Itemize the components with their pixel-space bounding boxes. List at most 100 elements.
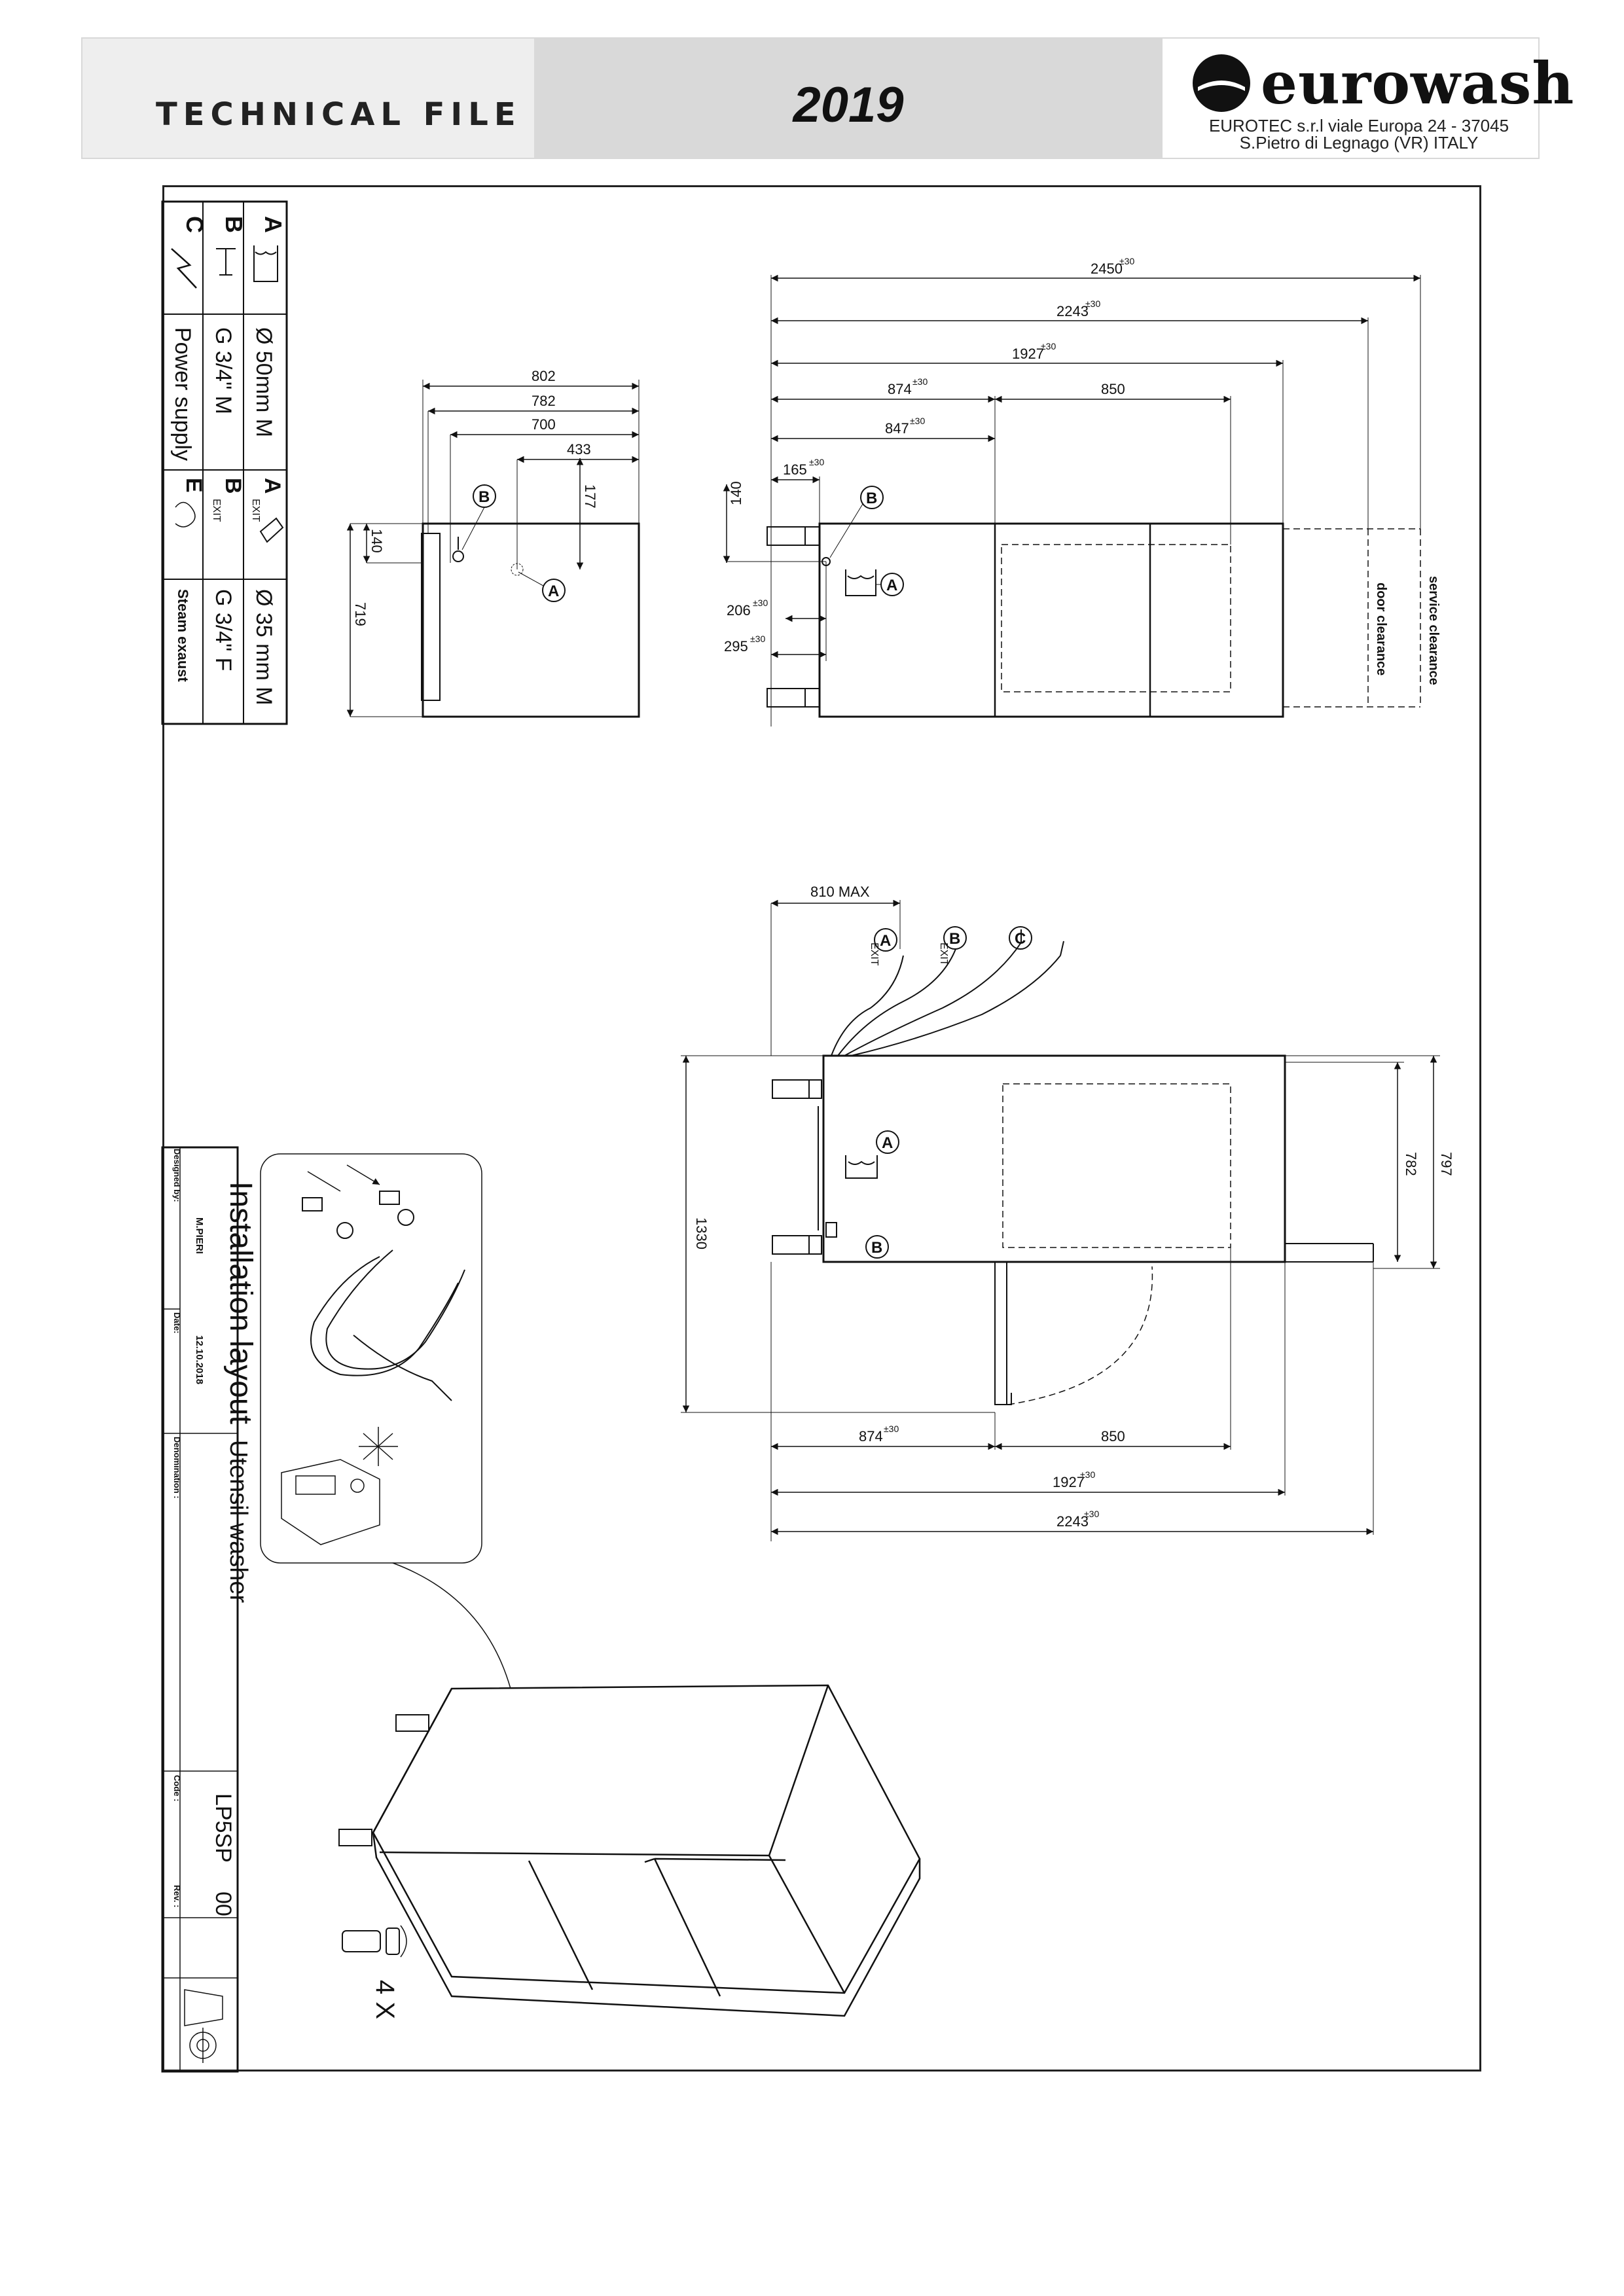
conn-b-exit-letter: B xyxy=(221,478,245,494)
dim-1927: 1927 xyxy=(1012,346,1044,362)
dim-719: 719 xyxy=(352,602,369,626)
tol-295: ±30 xyxy=(750,634,765,644)
top-view-labels: 810 MAX 1330 782 797 874 ±30 850 1927 ±3… xyxy=(693,884,1454,1530)
dim-874: 874 xyxy=(888,381,912,397)
dim-850: 850 xyxy=(1101,381,1125,397)
adjustable-foot-icon xyxy=(342,1925,407,1958)
conn-a-exit-sub: EXIT xyxy=(250,499,261,522)
dim-177: 177 xyxy=(582,484,598,509)
front-marker-a: A xyxy=(886,577,897,594)
company-address-line1: EUROTEC s.r.l viale Europa 24 - 37045 xyxy=(1208,116,1509,135)
steam-icon xyxy=(175,501,196,528)
header-year-panel: 2019 xyxy=(534,39,1163,158)
tol-2450: ±30 xyxy=(1119,256,1134,266)
projection-symbol-icon xyxy=(184,1989,223,2063)
dim-797: 797 xyxy=(1438,1152,1454,1176)
dim-802: 802 xyxy=(532,368,556,384)
title-block-denomination-value: Utensil washer xyxy=(225,1440,252,1604)
title-block: Installation layout Utensil washer Desig… xyxy=(161,1146,258,2073)
top-view xyxy=(681,899,1440,1541)
conn-a-value: Ø 50mm M xyxy=(251,327,276,437)
front-view-labels: 2450 ±30 2243 ±30 1927 ±30 874 ±30 850 8… xyxy=(724,256,1441,685)
rev-label: Rev. : xyxy=(172,1885,182,1907)
side-marker-a: A xyxy=(548,583,559,600)
tol-1927-top: ±30 xyxy=(1080,1469,1095,1480)
conn-a-exit-value: Ø 35 mm M xyxy=(251,589,276,706)
conn-c-value: Power supply xyxy=(170,327,195,461)
code-value: LP5SP xyxy=(211,1793,236,1863)
lightning-icon xyxy=(171,248,197,289)
dim-433: 433 xyxy=(567,441,591,457)
dim-782-top: 782 xyxy=(1403,1152,1419,1176)
conn-b-letter: B xyxy=(221,216,247,233)
hose-marker-a-exit: A xyxy=(880,932,891,950)
side-view xyxy=(346,380,640,718)
dim-295: 295 xyxy=(724,638,748,655)
company-address-line2: S.Pietro di Legnago (VR) ITALY xyxy=(1239,133,1479,152)
installation-detail-callout xyxy=(260,1153,511,1689)
dim-206: 206 xyxy=(727,602,751,619)
conn-e-letter: E xyxy=(181,478,206,493)
isometric-view xyxy=(338,1684,921,2017)
tol-847: ±30 xyxy=(910,416,925,426)
dim-1330: 1330 xyxy=(693,1217,710,1249)
tol-874: ±30 xyxy=(912,376,928,387)
hose-marker-b-exit: B xyxy=(949,930,960,948)
code-label: Code : xyxy=(172,1775,182,1801)
junction-box-icon xyxy=(281,1459,380,1545)
hose-marker-c: C xyxy=(1015,930,1026,948)
front-marker-b: B xyxy=(866,490,877,507)
tol-2243: ±30 xyxy=(1085,298,1100,309)
dim-782: 782 xyxy=(532,393,556,409)
service-clearance-label: service clearance xyxy=(1426,576,1441,685)
side-view-labels: 802 782 700 433 177 140 719 B A xyxy=(352,368,598,626)
designed-by-value: M.PIERI xyxy=(194,1217,205,1254)
drain-icon xyxy=(253,245,278,282)
conn-c-letter: C xyxy=(181,216,208,233)
hose-b-exit-label: EXIT xyxy=(938,942,949,966)
tol-874-top: ±30 xyxy=(884,1424,899,1434)
conn-b-value: G 3/4" M xyxy=(211,327,236,414)
rev-value: 00 xyxy=(211,1892,236,1916)
denomination-label: Denomination : xyxy=(172,1437,182,1499)
dim-140: 140 xyxy=(369,529,385,553)
header-label-panel: TECHNICAL FILE xyxy=(82,39,534,158)
dim-2243-top: 2243 xyxy=(1056,1513,1089,1530)
ground-spark-icon xyxy=(359,1427,398,1466)
dim-700: 700 xyxy=(532,416,556,433)
feet-count-label: 4 X xyxy=(370,1980,399,2019)
side-marker-b: B xyxy=(478,488,490,506)
tol-206: ±30 xyxy=(753,598,768,608)
conn-a-exit-letter: A xyxy=(260,478,285,494)
year-label: 2019 xyxy=(793,77,904,133)
top-marker-b: B xyxy=(871,1239,882,1257)
dim-847: 847 xyxy=(885,420,909,437)
front-view xyxy=(723,274,1421,726)
conn-e-value: Steam exaust xyxy=(175,589,191,683)
dim-850-top: 850 xyxy=(1101,1428,1125,1444)
date-label: Date: xyxy=(172,1312,182,1334)
tol-165: ±30 xyxy=(809,457,824,467)
dim-140-front: 140 xyxy=(728,481,744,505)
drawing-frame xyxy=(162,185,1481,2072)
page-header: TECHNICAL FILE 2019 eurowash EUROTEC s.r… xyxy=(81,37,1574,159)
title-block-title: Installation layout xyxy=(223,1181,258,1424)
brand-name: eurowash xyxy=(1261,49,1575,117)
dim-1927-top: 1927 xyxy=(1053,1474,1085,1490)
conn-b-exit-value: G 3/4" F xyxy=(211,589,236,671)
tol-1927: ±30 xyxy=(1041,341,1056,351)
conn-a-letter: A xyxy=(260,216,287,233)
designed-by-label: Designed by: xyxy=(172,1149,182,1202)
side-marker-a-circle xyxy=(542,579,566,602)
hose-fittings-icon xyxy=(302,1164,465,1401)
dim-874-top: 874 xyxy=(859,1428,883,1444)
hose-a-exit-label: EXIT xyxy=(869,942,880,966)
date-value: 12.10.2018 xyxy=(194,1335,205,1384)
dim-2450: 2450 xyxy=(1091,260,1123,277)
header-brand-panel: eurowash EUROTEC s.r.l viale Europa 24 -… xyxy=(1163,39,1574,158)
technical-file-label: TECHNICAL FILE xyxy=(156,96,522,133)
connections-table: A B C Ø 50mm M G 3/4" M Power supply A xyxy=(161,200,288,725)
conn-b-exit-sub: EXIT xyxy=(211,499,222,522)
dim-165: 165 xyxy=(783,461,807,478)
